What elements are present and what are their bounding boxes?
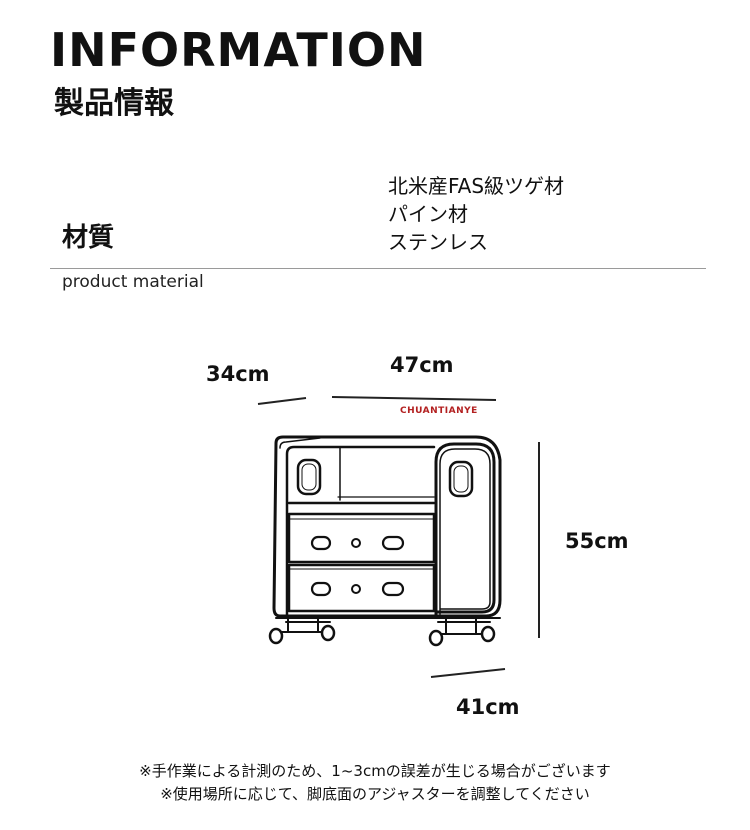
divider xyxy=(50,268,706,269)
material-values: 北米産FAS級ツゲ材 パイン材 ステンレス xyxy=(388,172,564,256)
depth-label: 34cm xyxy=(206,362,270,386)
material-label: 材質 xyxy=(62,223,115,253)
material-value: ステンレス xyxy=(388,230,488,254)
page-subtitle: 製品情報 xyxy=(54,86,174,121)
caster-wheels xyxy=(268,624,496,647)
width-dimension-line xyxy=(331,396,497,401)
material-value: 北米産FAS級ツゲ材 xyxy=(388,174,565,198)
cart-body xyxy=(272,435,502,635)
note-line: ※使用場所に応じて、脚底面のアジャスターを調整してください xyxy=(160,785,590,803)
page-title: INFORMATION xyxy=(50,23,427,77)
width-label: 47cm xyxy=(390,353,454,377)
depth-dimension-line xyxy=(257,397,307,405)
height-label: 55cm xyxy=(565,529,629,553)
brand-logo: CHUANTIANYE xyxy=(400,406,478,416)
notes: ※手作業による計測のため、1~3cmの誤差が生じる場合がございます ※使用場所に… xyxy=(0,760,750,806)
material-value: パイン材 xyxy=(388,202,468,226)
material-caption: product material xyxy=(62,272,204,292)
product-drawing xyxy=(257,396,540,678)
base-label: 41cm xyxy=(456,695,520,719)
note-line: ※手作業による計測のため、1~3cmの誤差が生じる場合がございます xyxy=(139,762,611,780)
base-dimension-line xyxy=(430,668,506,678)
